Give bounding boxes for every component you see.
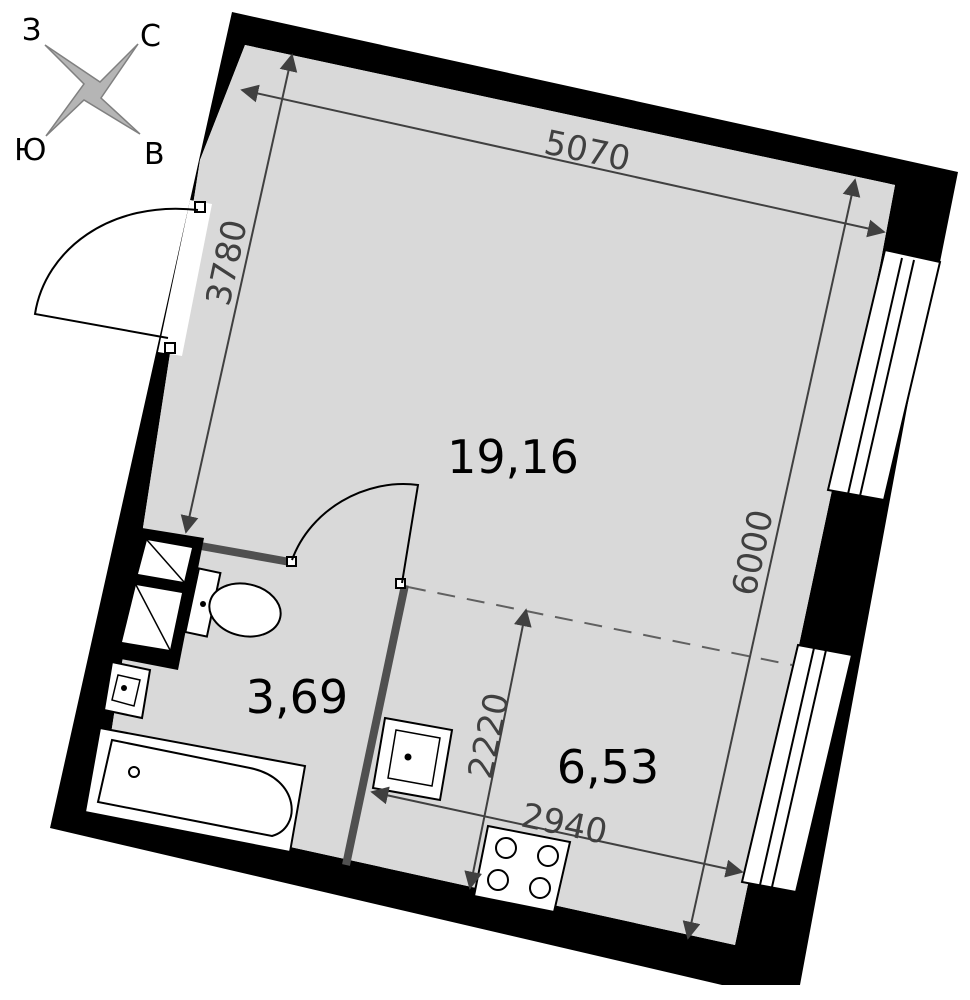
room-area-living: 19,16	[447, 430, 579, 484]
kitchen-sink-icon	[371, 716, 454, 802]
entrance-door	[33, 200, 212, 356]
room-area-kitchen: 6,53	[557, 740, 659, 794]
shaft	[116, 528, 204, 670]
dimension-lines	[180, 53, 886, 940]
bathroom-wall-right	[342, 584, 409, 866]
compass-star-icon	[44, 43, 141, 137]
bathtub-icon	[83, 726, 307, 854]
compass-south-label: Ю	[14, 133, 46, 168]
compass: З С Ю В	[14, 13, 165, 172]
bathroom-wall-top	[194, 541, 291, 566]
kitchen-zone-divider	[407, 586, 793, 666]
room-area-bathroom: 3,69	[246, 670, 348, 724]
bathroom-sink-icon	[102, 660, 152, 720]
dimension-line-kitchen-depth	[464, 608, 532, 890]
dimension-line-left	[180, 53, 298, 534]
compass-west-label: З	[22, 13, 41, 48]
dimension-line-kitchen-width	[370, 786, 744, 878]
bathroom-door	[286, 483, 420, 589]
compass-east-label: В	[144, 137, 165, 172]
toilet-icon	[184, 567, 282, 638]
compass-north-label: С	[140, 19, 161, 54]
